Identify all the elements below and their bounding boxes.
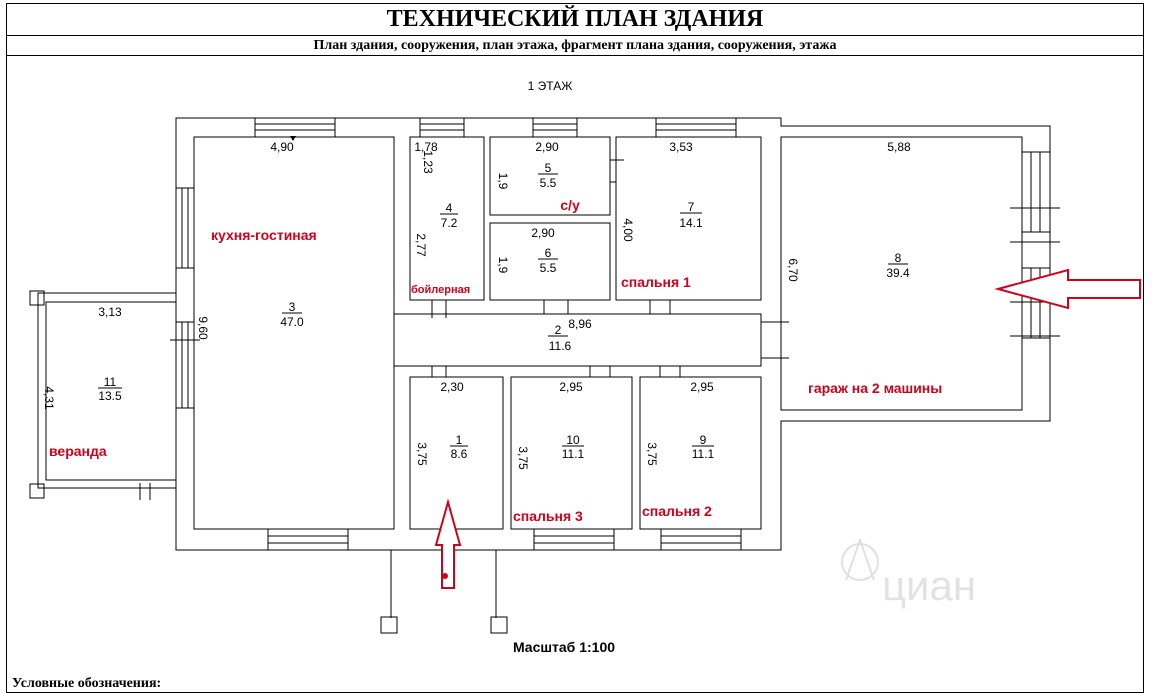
room-3-area: 47.0 bbox=[280, 315, 304, 329]
veranda-wall bbox=[37, 292, 176, 489]
dim-garage-width: 5,88 bbox=[887, 140, 911, 154]
room-10-number: 10 bbox=[566, 433, 580, 447]
dim-room10-height: 3,75 bbox=[516, 446, 530, 470]
dim-room6-width: 2,90 bbox=[531, 226, 555, 240]
dim-room4-height: 2,77 bbox=[414, 233, 428, 257]
dim-garage-height: 6,70 bbox=[786, 258, 800, 282]
room-2-area: 11.6 bbox=[549, 339, 572, 353]
label-bedroom-1: спальня 1 bbox=[621, 274, 691, 290]
dim-kitchen-width: 4,90 bbox=[270, 140, 294, 154]
floor-label: 1 ЭТАЖ bbox=[528, 79, 573, 93]
dim-room1-width: 2,30 bbox=[440, 380, 464, 394]
windows bbox=[175, 117, 1051, 551]
door-marks bbox=[139, 159, 1060, 500]
label-bathroom: с/у bbox=[560, 197, 580, 213]
room-9-area: 11.1 bbox=[692, 447, 715, 461]
room-7-area: 14.1 bbox=[679, 216, 703, 230]
room-8-number: 8 bbox=[895, 251, 902, 265]
label-bedroom-2: спальня 2 bbox=[642, 503, 712, 519]
room-1-area: 8.6 bbox=[451, 447, 468, 461]
kitchen-inner-wall bbox=[193, 136, 395, 530]
room-1-number: 1 bbox=[456, 433, 463, 447]
dim-veranda-width: 3,13 bbox=[98, 305, 122, 319]
room-11-area: 13.5 bbox=[98, 389, 122, 403]
page-subtitle: План здания, сооружения, план этажа, фра… bbox=[6, 36, 1144, 56]
scale-label: Масштаб 1:100 bbox=[513, 639, 615, 655]
page-title: ТЕХНИЧЕСКИЙ ПЛАН ЗДАНИЯ bbox=[6, 3, 1144, 36]
garage-entrance-arrow bbox=[994, 268, 1141, 310]
dim-kitchen-height: 9,60 bbox=[196, 316, 210, 340]
dim-room6-height: 1,9 bbox=[496, 257, 510, 274]
outer-wall bbox=[175, 117, 1051, 551]
dim-room1-height: 3,75 bbox=[415, 442, 429, 466]
room-7-number: 7 bbox=[688, 200, 695, 214]
dim-room9-width: 2,95 bbox=[690, 380, 714, 394]
main-entrance-arrow bbox=[434, 498, 462, 589]
dim-room5-width: 2,90 bbox=[535, 140, 559, 154]
cian-watermark-text: циан bbox=[882, 562, 976, 609]
dim-room10-width: 2,95 bbox=[559, 380, 583, 394]
label-bedroom-3: спальня 3 bbox=[513, 508, 583, 524]
corridor-wall bbox=[394, 313, 762, 367]
label-garage: гараж на 2 машины bbox=[808, 380, 942, 396]
cian-watermark-logo bbox=[841, 536, 879, 581]
room-5-number: 5 bbox=[545, 161, 552, 175]
dim-veranda-height: 4,31 bbox=[42, 386, 56, 410]
label-separators bbox=[98, 173, 908, 447]
room-4-number: 4 bbox=[446, 201, 453, 215]
porch-lines bbox=[390, 550, 497, 618]
room-10-area: 11.1 bbox=[562, 447, 585, 461]
room-2-number: 2 bbox=[555, 323, 562, 337]
room-9-number: 9 bbox=[700, 433, 707, 447]
dim-room4-width: 1,78 bbox=[414, 140, 438, 154]
room-6-number: 6 bbox=[545, 246, 552, 260]
legend-title: Условные обозначения: bbox=[12, 676, 162, 691]
label-veranda: веранда bbox=[49, 443, 107, 459]
room-3-number: 3 bbox=[289, 300, 296, 314]
room-6-area: 5.5 bbox=[540, 261, 557, 275]
dim-room9-height: 3,75 bbox=[645, 442, 659, 466]
room-8-area: 39.4 bbox=[886, 266, 910, 280]
dim-room7-width: 3,53 bbox=[669, 140, 693, 154]
dim-room7-height: 4,00 bbox=[621, 218, 635, 242]
room-11-number: 11 bbox=[104, 375, 117, 389]
dim-room5-height: 1,9 bbox=[496, 173, 510, 190]
room-4-area: 7.2 bbox=[441, 216, 458, 230]
label-kitchen: кухня-гостиная bbox=[211, 227, 317, 243]
dim-corridor-width: 8,96 bbox=[568, 317, 592, 331]
dim-room4-top-height: 1,23 bbox=[421, 150, 435, 174]
room-6-wall bbox=[489, 222, 611, 301]
room-5-area: 5.5 bbox=[540, 176, 557, 190]
label-boiler: бойлерная bbox=[411, 284, 470, 296]
entrance-arrows bbox=[434, 268, 1141, 589]
